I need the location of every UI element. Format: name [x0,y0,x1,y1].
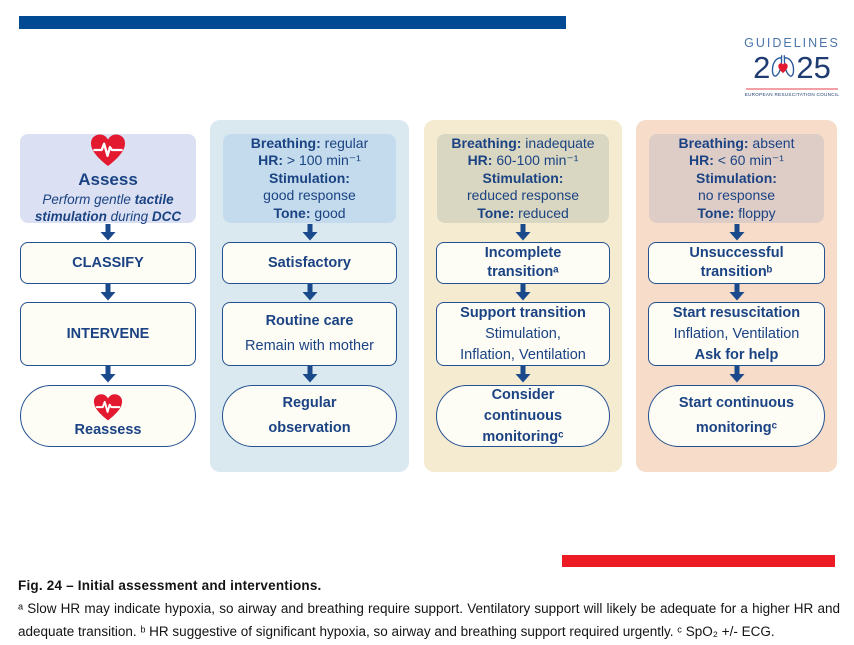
header-line: HR: 60-100 min⁻¹ [467,152,579,169]
header-line: Stimulation: [482,169,564,186]
top-accent-bar [19,16,566,29]
erc-guidelines-logo: GUIDELINES 2 25 EUROPEAN RESUSCITATION C… [740,36,844,98]
start-resuscitation-title: Start resuscitation [672,304,801,321]
column-incomplete-transition: Breathing: inadequate HR: 60-100 min⁻¹ S… [424,120,622,472]
logo-divider [746,88,838,90]
pill-line: observation [268,420,351,436]
down-arrow-icon [515,224,531,241]
logo-year-end: 25 [796,50,831,85]
header-line: Breathing: inadequate [451,134,595,151]
node-line: transitionᵇ [700,264,773,280]
satisfactory-label: Satisfactory [267,254,351,271]
header-line: reduced response [466,187,580,204]
node-line: Unsuccessful [689,245,784,261]
satisfactory-header-box: Breathing: regular HR: > 100 min⁻¹ Stimu… [223,134,396,223]
header-line: Stimulation: [269,169,350,186]
incomplete-header-box: Breathing: inadequate HR: 60-100 min⁻¹ S… [437,134,609,223]
routine-care-node: Routine care Remain with mother [222,302,397,366]
pill-line: Regular [282,395,337,411]
column-assess: Assess Perform gentle tactile stimulatio… [20,120,196,472]
start-resuscitation-node: Start resuscitation Inflation, Ventilati… [648,302,825,366]
heart-ecg-icon [88,133,128,168]
node-line: Inflation, Ventilation [673,325,800,342]
pill-line: monitoringᶜ [695,420,778,436]
pill-line: Consider [491,386,555,403]
pill-line: continuous [483,407,563,424]
header-line: no response [697,187,776,204]
intervene-label: INTERVENE [66,325,150,342]
down-arrow-icon [100,366,116,383]
classify-node: CLASSIFY [20,242,196,284]
satisfactory-node: Satisfactory [222,242,397,284]
logo-year-start: 2 [753,50,771,85]
down-arrow-icon [302,366,318,383]
ask-for-help-label: Ask for help [694,346,779,363]
down-arrow-icon [302,284,318,301]
logo-year: 2 25 [740,51,844,85]
classify-label: CLASSIFY [72,254,144,271]
column-satisfactory: Breathing: regular HR: > 100 min⁻¹ Stimu… [210,120,409,472]
header-line: Breathing: regular [250,134,369,151]
logo-council-text: EUROPEAN RESUSCITATION COUNCIL [744,92,840,97]
heart-ecg-icon [91,393,125,422]
figure-footnotes: ᵃ Slow HR may indicate hypoxia, so airwa… [18,601,840,639]
node-line: Stimulation, [485,325,561,342]
routine-care-line: Remain with mother [245,338,374,354]
header-line: HR: > 100 min⁻¹ [258,152,361,169]
column-unsuccessful-transition: Breathing: absent HR: < 60 min⁻¹ Stimula… [636,120,837,472]
down-arrow-icon [515,366,531,383]
pill-line: monitoringᶜ [482,428,564,445]
regular-observation-node: Regular observation [222,385,397,447]
support-transition-node: Support transition Stimulation, Inflatio… [436,302,610,366]
header-line: Tone: good [273,204,346,221]
header-line: good response [263,187,356,204]
header-line: Breathing: absent [678,134,795,151]
header-line: Tone: reduced [477,204,569,221]
header-line: HR: < 60 min⁻¹ [689,152,784,169]
logo-guidelines-text: GUIDELINES [744,36,840,50]
start-monitoring-node: Start continuous monitoringᶜ [648,385,825,447]
figure-title: Fig. 24 – Initial assessment and interve… [18,578,322,593]
down-arrow-icon [729,366,745,383]
node-line: Inflation, Ventilation [460,346,586,363]
reassess-node: Reassess [20,385,196,447]
bottom-accent-bar [562,555,835,567]
intervene-node: INTERVENE [20,302,196,366]
support-transition-title: Support transition [460,304,586,321]
unsuccessful-transition-node: Unsuccessful transitionᵇ [648,242,825,284]
assess-title: Assess [78,169,138,189]
header-line: Stimulation: [696,169,777,186]
incomplete-transition-node: Incomplete transitionᵃ [436,242,610,284]
unsuccessful-header-box: Breathing: absent HR: < 60 min⁻¹ Stimula… [649,134,824,223]
pill-line: Start continuous [678,395,795,411]
down-arrow-icon [729,224,745,241]
routine-care-title: Routine care [265,313,354,329]
assess-subtitle: Perform gentle tactile stimulation durin… [34,191,182,224]
down-arrow-icon [729,284,745,301]
consider-monitoring-node: Consider continuous monitoringᶜ [436,385,610,447]
lungs-heart-icon [772,55,795,77]
node-line: transitionᵃ [487,264,559,280]
down-arrow-icon [302,224,318,241]
down-arrow-icon [515,284,531,301]
reassess-label: Reassess [74,422,142,438]
figure-caption: Fig. 24 – Initial assessment and interve… [18,577,840,643]
assess-header-box: Assess Perform gentle tactile stimulatio… [20,133,196,224]
down-arrow-icon [100,284,116,301]
down-arrow-icon [100,224,116,241]
header-line: Tone: floppy [697,204,776,221]
node-line: Incomplete [484,245,562,261]
